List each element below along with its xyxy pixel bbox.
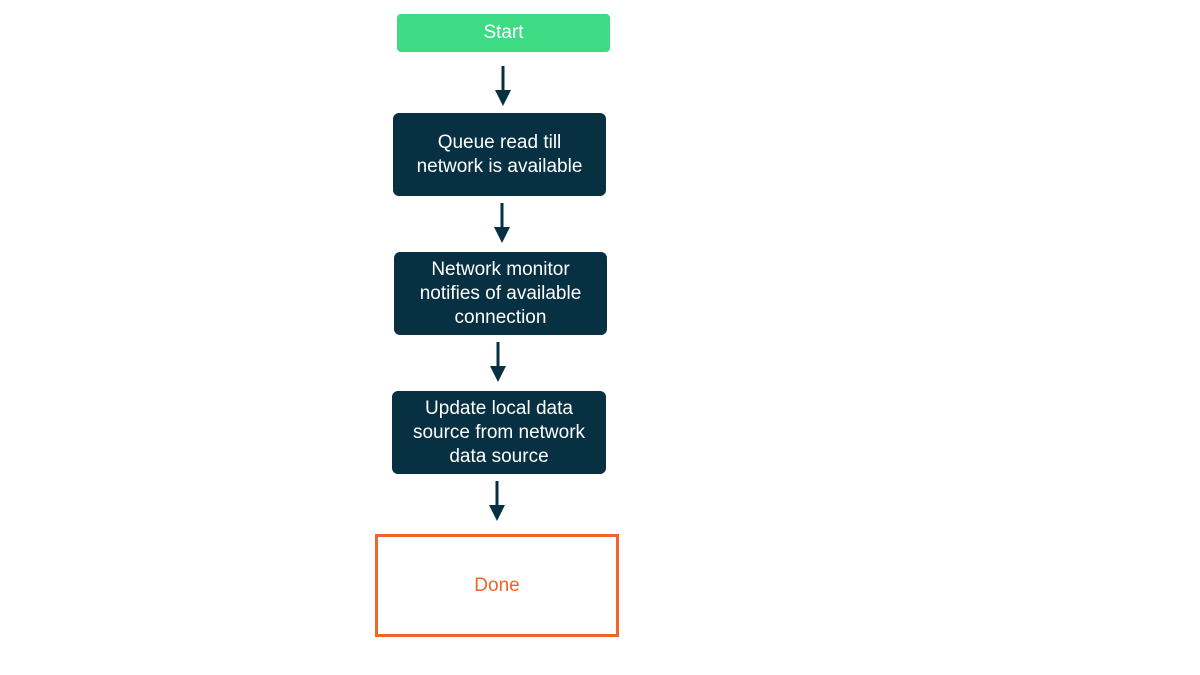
done-node: Done xyxy=(375,534,619,637)
step-node-queue-read: Queue read till network is available xyxy=(393,113,606,196)
step-node-network-monitor: Network monitor notifies of available co… xyxy=(394,252,607,335)
done-node-label: Done xyxy=(474,574,520,596)
step-node-label: Queue read till network is available xyxy=(416,131,583,177)
flow-arrow xyxy=(494,203,510,243)
step-node-update-local-data: Update local data source from network da… xyxy=(392,391,606,474)
step-node-label: Update local data source from network da… xyxy=(412,397,586,467)
flow-arrow xyxy=(489,481,505,521)
start-node: Start xyxy=(397,14,610,52)
step-node-label: Network monitor notifies of available co… xyxy=(419,258,582,328)
flow-arrow xyxy=(495,66,511,106)
flow-arrow xyxy=(490,342,506,382)
start-node-label: Start xyxy=(483,22,524,43)
